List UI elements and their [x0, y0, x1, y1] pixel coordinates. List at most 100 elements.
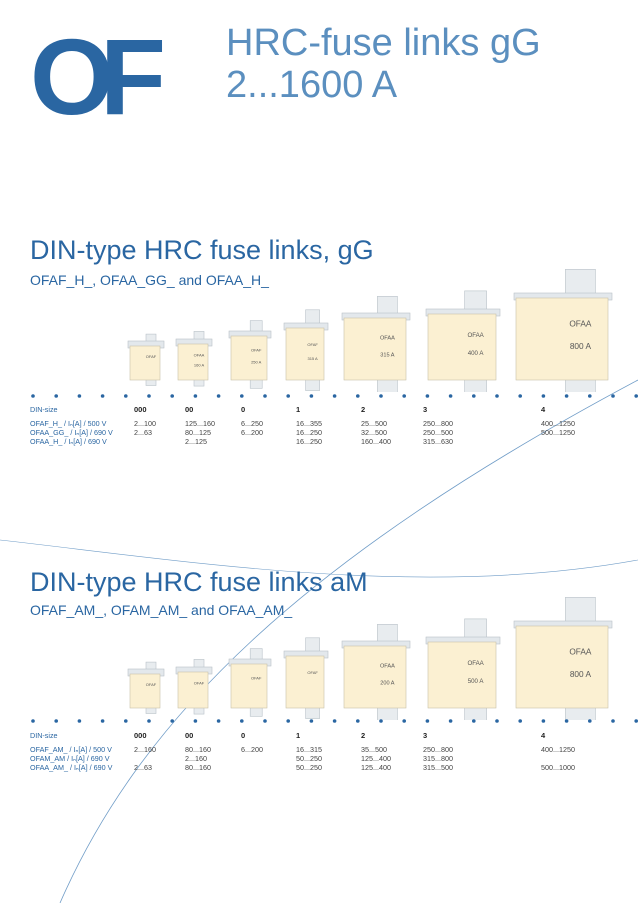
table-cell: 2...160 [185, 754, 207, 763]
title-line-1: HRC-fuse links gG [226, 22, 541, 64]
divider-dot [309, 394, 314, 398]
din-size-header: 2 [361, 731, 366, 740]
table-cell: 250...800 [423, 419, 453, 428]
fuse-link: OFAA 500 A [425, 618, 501, 720]
table-cell: 16...355 [296, 419, 322, 428]
fuse-body [427, 641, 497, 709]
logo-text: OF [30, 28, 163, 120]
fuse-body [343, 317, 407, 381]
fuse-link: OFAF [228, 648, 272, 717]
fuse-body [177, 343, 209, 381]
divider-dot [541, 719, 546, 723]
fuse-body [515, 297, 609, 381]
fuse-type-label: OFAF [194, 681, 205, 686]
table-cell: 315...500 [423, 763, 453, 772]
table-cell: 160...400 [361, 437, 391, 446]
din-size-header: 2 [361, 405, 366, 414]
divider-dot [425, 394, 430, 398]
table-cell: 16...250 [296, 437, 322, 446]
divider-dot [170, 719, 174, 723]
fuse-rating-label: 800 A [570, 342, 592, 351]
fuse-body [129, 345, 161, 381]
divider-dot [379, 394, 383, 398]
divider-dot [170, 394, 174, 398]
title-line-2: 2...1600 A [226, 64, 398, 106]
divider-dot [402, 719, 407, 723]
divider-dot [193, 719, 198, 723]
of-logo: OF [30, 28, 175, 120]
divider-dot [124, 394, 128, 398]
table-cell: 250...800 [423, 745, 453, 754]
row-label: OFAF_H_ / Iₙ[A] / 500 V [30, 419, 107, 428]
fuse-type-label: OFAA [194, 353, 205, 358]
divider-dot [518, 719, 522, 723]
divider-dot [332, 394, 337, 398]
table-cell: 315...800 [423, 754, 453, 763]
divider-dot [77, 394, 82, 398]
table-cell: 125...160 [185, 419, 215, 428]
table-cell: 35...500 [361, 745, 387, 754]
fuse-body [343, 645, 407, 709]
divider-dot [147, 394, 151, 398]
row-label: OFAA_H_ / Iₙ[A] / 690 V [30, 437, 107, 446]
divider-dot [31, 394, 35, 398]
table-cell: 32...500 [361, 428, 387, 437]
fuse-type-label: OFAF [307, 342, 318, 347]
table-cell: 25...500 [361, 419, 387, 428]
row-label: OFAF_AM_ / Iₙ[A] / 500 V [30, 745, 112, 754]
din-size-header: 3 [423, 405, 428, 414]
din-size-header: 000 [134, 405, 147, 414]
table-cell: 2...63 [134, 763, 152, 772]
din-size-table-am: DIN-size OFAF_AM_ / Iₙ[A] / 500 V OFAM_A… [30, 730, 638, 780]
table-cell: 80...125 [185, 428, 211, 437]
table-cell: 400...1250 [541, 419, 575, 428]
divider-dot [54, 719, 58, 723]
fuse-link: OFAF 315 A [283, 309, 329, 391]
din-size-header: 4 [541, 731, 546, 740]
fuse-rating-label: 500 A [468, 678, 485, 685]
dotted-divider [31, 719, 638, 723]
table-cell: 6...200 [241, 745, 263, 754]
divider-dot [216, 394, 221, 398]
table-cell: 125...400 [361, 754, 391, 763]
din-size-header: 1 [296, 405, 301, 414]
divider-dot [286, 719, 291, 723]
table-cell: 2...100 [134, 419, 156, 428]
table-cell: 315...630 [423, 437, 453, 446]
din-size-label: DIN-size [30, 731, 58, 740]
table-cell: 500...1000 [541, 763, 575, 772]
dotted-divider [31, 394, 638, 398]
divider-dot [31, 719, 35, 723]
row-label: OFAM_AM / Iₙ[A] / 690 V [30, 754, 110, 763]
divider-dot [495, 719, 499, 723]
divider-dot [611, 719, 615, 723]
divider-dot [77, 719, 82, 723]
fuse-rating-label: 315 A [307, 356, 318, 361]
divider-dot [100, 394, 105, 398]
fuse-body [427, 313, 497, 381]
table-cell: 16...315 [296, 745, 322, 754]
fuse-type-label: OFAF [251, 675, 262, 680]
din-size-label: DIN-size [30, 405, 58, 414]
divider-dot [309, 719, 314, 723]
divider-dot [541, 394, 546, 398]
divider-dot [263, 394, 267, 398]
table-cell: 6...200 [241, 428, 263, 437]
section-am-subtitle: OFAF_AM_, OFAM_AM_ and OFAA_AM_ [30, 602, 293, 618]
fuse-rating-label: 200 A [380, 680, 395, 686]
divider-dot [216, 719, 221, 723]
divider-dot [124, 719, 128, 723]
fuse-body [515, 625, 609, 709]
divider-dot [588, 394, 592, 398]
fuse-type-label: OFAA [467, 660, 484, 667]
fuse-body [230, 335, 268, 381]
din-size-table-gg: DIN-size OFAF_H_ / Iₙ[A] / 500 V OFAA_GG… [30, 404, 638, 454]
din-size-header: 3 [423, 731, 428, 740]
divider-dot [495, 394, 499, 398]
